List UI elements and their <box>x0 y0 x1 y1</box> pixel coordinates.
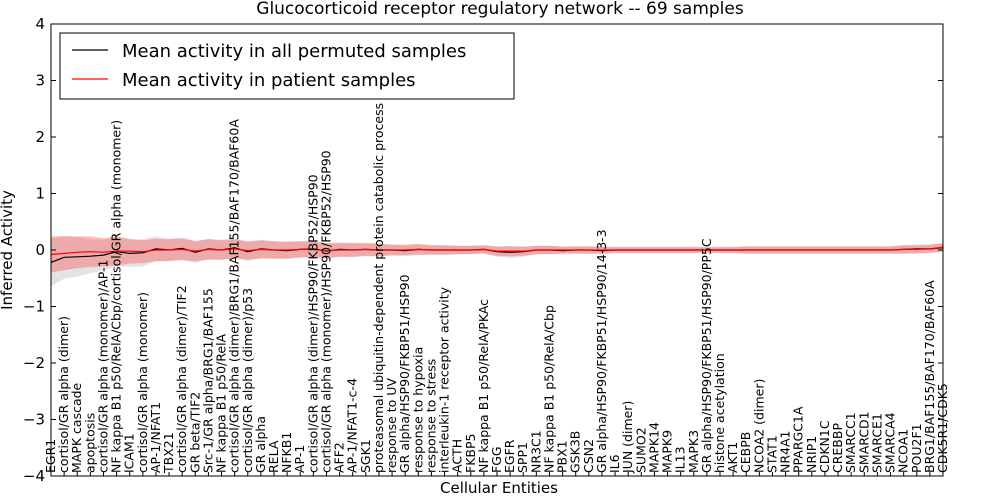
x-tick-label: NR3C1 <box>528 430 543 473</box>
x-tick-label: MAPK14 <box>646 422 661 473</box>
legend-label-permuted: Mean activity in all permuted samples <box>122 41 466 62</box>
x-tick-label: SMARCC1 <box>843 412 858 473</box>
x-tick-label: GR alpha/HSP90/FKBP51/HSP90 <box>397 274 412 473</box>
x-tick-label: histone acetylation <box>712 353 727 473</box>
x-tick-label: cortisol/GR alpha (monomer)/AP-1 <box>96 260 111 474</box>
y-tick-label: −2 <box>23 354 45 372</box>
x-tick-label: AP-1/NFAT1 <box>148 402 163 473</box>
y-tick-label: −3 <box>23 411 45 429</box>
x-tick-label: NCOA1 <box>896 429 911 473</box>
x-tick-label: NF kappa B1 p50/RelA/Cbp/cortisol/GR alp… <box>109 120 124 473</box>
x-tick-label: MAPK9 <box>660 430 675 473</box>
x-tick-label: CDK5R1/CDK5 <box>935 383 950 473</box>
y-tick-label: 1 <box>35 185 45 203</box>
x-tick-label: CSN2 <box>581 439 596 473</box>
x-tick-label: response to stress <box>423 359 438 473</box>
x-tick-label: GR beta/TIF2 <box>187 392 202 473</box>
legend-label-patient: Mean activity in patient samples <box>122 70 416 91</box>
x-tick-label: NF kappa B1 p50/RelA <box>214 333 229 473</box>
x-tick-label: GSK3B <box>568 431 583 473</box>
plot-area <box>50 235 944 287</box>
x-tick-label: MAPK3 <box>686 430 701 473</box>
x-tick-label: NRIP1 <box>804 436 819 473</box>
y-tick-label: −1 <box>23 298 45 316</box>
x-tick-label: AP-1 <box>292 445 307 473</box>
x-tick-label: PPARGC1A <box>791 406 806 473</box>
series-band-1 <box>51 236 943 273</box>
x-tick-label: AFF2 <box>332 442 347 473</box>
x-tick-label: MAPK cascade <box>69 382 84 473</box>
x-tick-label: cortisol/GR alpha (dimer)/p53 <box>240 288 255 473</box>
x-tick-label: AP-1/NFAT1-c-4 <box>345 378 360 473</box>
x-tick-label: SUMO2 <box>633 427 648 473</box>
x-tick-label: SMARCA4 <box>883 412 898 473</box>
x-tick-label: FKBP5 <box>463 434 478 473</box>
x-axis-label: Cellular Entities <box>440 479 558 497</box>
x-tick-label: response to hypoxia <box>410 347 425 473</box>
x-tick-label: CEBPB <box>738 432 753 473</box>
x-tick-label: PBX1 <box>555 440 570 473</box>
series-band-0 <box>51 235 943 287</box>
x-tick-label: SGK1 <box>358 439 373 473</box>
x-tick-label: cortisol/GR alpha (monomer) <box>135 292 150 473</box>
x-tick-label: cortisol/GR alpha (dimer)/TIF2 <box>174 285 189 473</box>
x-tick-label: Src-1/GR alpha/BRG1/BAF155 <box>200 288 215 473</box>
x-tick-label: ACTH <box>450 439 465 473</box>
x-tick-label: IL13 <box>673 446 688 473</box>
x-tick-label: AKT1 <box>725 442 740 473</box>
x-tick-label: RELA <box>266 440 281 473</box>
x-tick-label: NF kappa B1 p50/RelA/PKAc <box>476 299 491 473</box>
x-tick-label: BRG1/BAF155/BAF170/BAF60A <box>922 280 937 473</box>
x-tick-label: cortisol/GR alpha (dimer)/BRG1/BAF155/BA… <box>227 119 242 473</box>
x-tick-label: proteasomal ubiquitin-dependent protein … <box>371 103 386 473</box>
x-tick-label: CREBBP <box>830 423 845 473</box>
x-tick-label: NCOA2 (dimer) <box>751 379 766 473</box>
x-tick-label: SMARCD1 <box>856 411 871 473</box>
x-tick-label: IL6 <box>607 454 622 473</box>
legend-frame <box>59 32 515 100</box>
x-tick-label: GR alpha/HSP90/FKBP51/HSP90/PP5C <box>699 238 714 473</box>
chart-title: Glucocorticoid receptor regulatory netwo… <box>256 0 744 19</box>
x-tick-label: cortisol/GR alpha (dimer)/HSP90/FKBP52/H… <box>305 174 320 473</box>
x-tick-label: NR4A1 <box>778 431 793 474</box>
x-tick-label: EGR1 <box>43 439 58 473</box>
x-tick-label: NF kappa B1 p50/RelA/Cbp <box>542 305 557 473</box>
x-tick-label: EGFR <box>502 439 517 473</box>
x-tick-label: SMARCE1 <box>869 413 884 473</box>
series-line-1 <box>50 246 944 256</box>
x-tick-label: ICAM1 <box>122 433 137 473</box>
x-tick-label: cortisol/GR alpha (dimer) <box>56 316 71 473</box>
y-tick-label: 2 <box>35 128 45 146</box>
x-tick-label: FGG <box>489 446 504 473</box>
x-tick-label: GR alpha <box>253 416 268 473</box>
x-tick-label: CDKN1C <box>817 420 832 473</box>
x-tick-label: TBX21 <box>161 432 176 474</box>
x-tick-label: NFKB1 <box>279 432 294 473</box>
y-axis-label: Inferred Activity <box>0 190 16 310</box>
x-tick-label: JUN (dimer) <box>620 401 635 474</box>
y-axis: −4 −3 −2 −1 0 1 2 3 4 <box>23 15 943 485</box>
x-tick-label: STAT1 <box>765 435 780 473</box>
y-tick-label: 3 <box>35 72 45 90</box>
x-tick-label: SPP1 <box>515 442 530 473</box>
y-tick-label: 4 <box>35 15 45 33</box>
x-tick-label: apoptosis <box>82 413 97 473</box>
x-tick-label: cortisol/GR alpha (monomer)/HSP90/FKBP52… <box>319 150 334 473</box>
legend: Mean activity in all permuted samples Me… <box>59 32 515 100</box>
y-tick-label: −4 <box>23 467 45 485</box>
x-tick-label: POU2F1 <box>909 423 924 473</box>
x-tick-label: response to UV <box>384 378 399 473</box>
y-tick-label: 0 <box>35 241 45 259</box>
x-tick-label: GR alpha/HSP90/FKBP51/HSP90/14-3-3 <box>594 229 609 473</box>
x-tick-label: interleukin-1 receptor activity <box>437 286 452 473</box>
